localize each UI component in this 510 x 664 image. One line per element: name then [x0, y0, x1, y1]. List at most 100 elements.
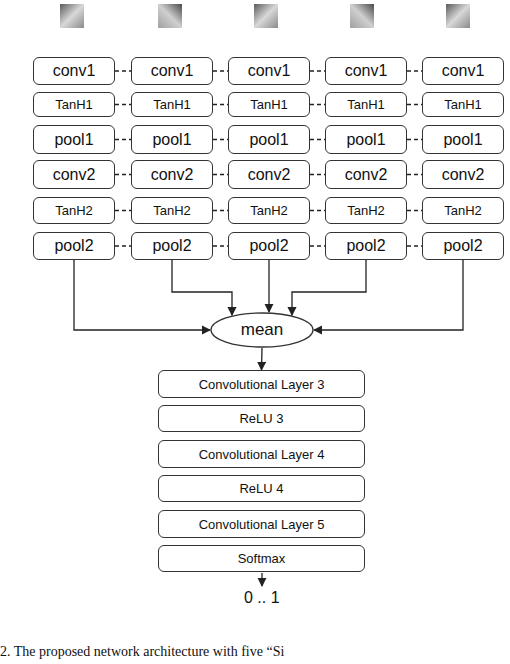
layer-box: TanH1	[325, 92, 407, 117]
node-text: pool1	[346, 131, 385, 149]
layer-box: TanH2	[325, 197, 407, 224]
layer-box: pool1	[228, 125, 310, 154]
shared-weight-link	[310, 104, 325, 105]
layer-box: conv1	[325, 57, 407, 85]
node-text: TanH1	[153, 97, 191, 112]
image-patch	[350, 4, 374, 28]
layer-box: pool1	[131, 125, 213, 154]
shared-weight-link	[310, 245, 325, 246]
shared-weight-link	[310, 210, 325, 211]
shared-weight-link	[213, 70, 228, 71]
shared-weight-link	[310, 174, 325, 175]
output-label: 0 .. 1	[244, 589, 280, 607]
node-text: Convolutional Layer 5	[199, 517, 325, 532]
flow-arrow	[292, 260, 366, 315]
shared-weight-link	[213, 104, 228, 105]
shared-weight-link	[115, 245, 131, 246]
flow-arrow	[268, 260, 269, 312]
layer-box: TanH1	[131, 92, 213, 117]
shared-weight-link	[115, 174, 131, 175]
layer-box: pool2	[228, 232, 310, 260]
node-text: ReLU 3	[239, 411, 283, 426]
layer-box: pool2	[131, 232, 213, 260]
node-text: TanH2	[444, 203, 482, 218]
image-patch	[158, 4, 182, 28]
node-text: pool2	[249, 237, 288, 255]
node-text: pool2	[54, 237, 93, 255]
mean-ellipse: mean	[210, 312, 314, 348]
shared-weight-link	[407, 174, 422, 175]
shared-weight-link	[115, 210, 131, 211]
layer-box: TanH1	[422, 92, 504, 117]
shared-weight-link	[115, 70, 131, 71]
node-text: Softmax	[238, 551, 286, 566]
shared-weight-link	[213, 210, 228, 211]
output-arrow	[261, 573, 262, 586]
layer-box: conv1	[33, 57, 115, 85]
layer-box: conv2	[131, 160, 213, 189]
node-text: TanH2	[55, 203, 93, 218]
image-patch	[60, 4, 84, 28]
shared-weight-link	[310, 139, 325, 140]
flow-arrow	[261, 348, 263, 370]
node-text: TanH2	[250, 203, 288, 218]
shared-weight-link	[213, 174, 228, 175]
image-patch	[254, 4, 278, 28]
layer-box: Convolutional Layer 3	[158, 370, 365, 398]
shared-weight-link	[213, 139, 228, 140]
shared-weight-link	[213, 245, 228, 246]
shared-weight-link	[407, 139, 422, 140]
node-text: pool2	[443, 237, 482, 255]
node-text: ReLU 4	[239, 481, 283, 496]
shared-weight-link	[115, 139, 131, 140]
node-text: TanH1	[55, 97, 93, 112]
layer-box: TanH1	[228, 92, 310, 117]
shared-weight-link	[407, 70, 422, 71]
node-text: TanH2	[153, 203, 191, 218]
layer-box: pool2	[33, 232, 115, 260]
node-text: conv2	[345, 166, 388, 184]
layer-box: TanH2	[33, 197, 115, 224]
layer-box: conv1	[228, 57, 310, 85]
layer-box: conv2	[422, 160, 504, 189]
shared-weight-link	[407, 245, 422, 246]
layer-box: TanH1	[33, 92, 115, 117]
layer-box: Convolutional Layer 5	[158, 510, 365, 538]
layer-box: TanH2	[131, 197, 213, 224]
layer-box: conv2	[228, 160, 310, 189]
node-text: conv1	[345, 62, 388, 80]
image-patch	[446, 4, 470, 28]
layer-box: pool1	[422, 125, 504, 154]
node-text: pool1	[54, 131, 93, 149]
node-text: conv2	[442, 166, 485, 184]
layer-box: pool2	[422, 232, 504, 260]
layer-box: Softmax	[158, 545, 365, 572]
node-text: conv1	[442, 62, 485, 80]
layer-box: ReLU 3	[158, 405, 365, 432]
node-text: conv2	[248, 166, 291, 184]
node-text: conv1	[53, 62, 96, 80]
node-text: mean	[241, 320, 284, 340]
figure-caption: 2. The proposed network architecture wit…	[0, 644, 284, 660]
node-text: pool1	[443, 131, 482, 149]
node-text: conv1	[248, 62, 291, 80]
node-text: pool1	[249, 131, 288, 149]
node-text: pool2	[152, 237, 191, 255]
flow-arrow	[172, 260, 232, 315]
node-text: pool1	[152, 131, 191, 149]
node-text: TanH1	[444, 97, 482, 112]
layer-box: pool2	[325, 232, 407, 260]
flow-arrow	[314, 260, 463, 330]
layer-box: conv1	[131, 57, 213, 85]
layer-box: ReLU 4	[158, 475, 365, 502]
node-text: TanH1	[347, 97, 385, 112]
node-text: TanH2	[347, 203, 385, 218]
node-text: conv2	[53, 166, 96, 184]
node-text: TanH1	[250, 97, 288, 112]
shared-weight-link	[407, 210, 422, 211]
node-text: Convolutional Layer 4	[199, 447, 325, 462]
layer-box: conv2	[325, 160, 407, 189]
layer-box: TanH2	[228, 197, 310, 224]
node-text: Convolutional Layer 3	[199, 377, 325, 392]
node-text: pool2	[346, 237, 385, 255]
